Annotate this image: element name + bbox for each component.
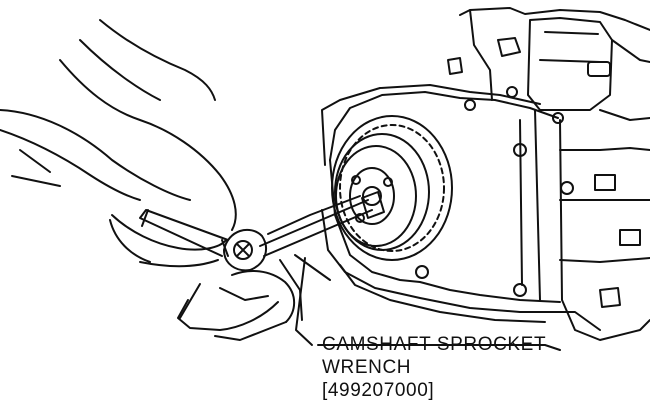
belt-cover-outline [321, 84, 601, 331]
callout-label: CAMSHAFT SPROCKET WRENCH [499207000] [322, 333, 546, 402]
callout-leader [295, 257, 561, 351]
callout-line-1: CAMSHAFT SPROCKET [322, 334, 547, 355]
hands [0, 19, 331, 341]
callout-part-number: [499207000] [322, 380, 435, 401]
engine-block [415, 7, 650, 341]
sprocket-wrench [139, 191, 385, 272]
camshaft-sprocket [331, 115, 453, 261]
callout-line-2: WRENCH [322, 357, 412, 378]
